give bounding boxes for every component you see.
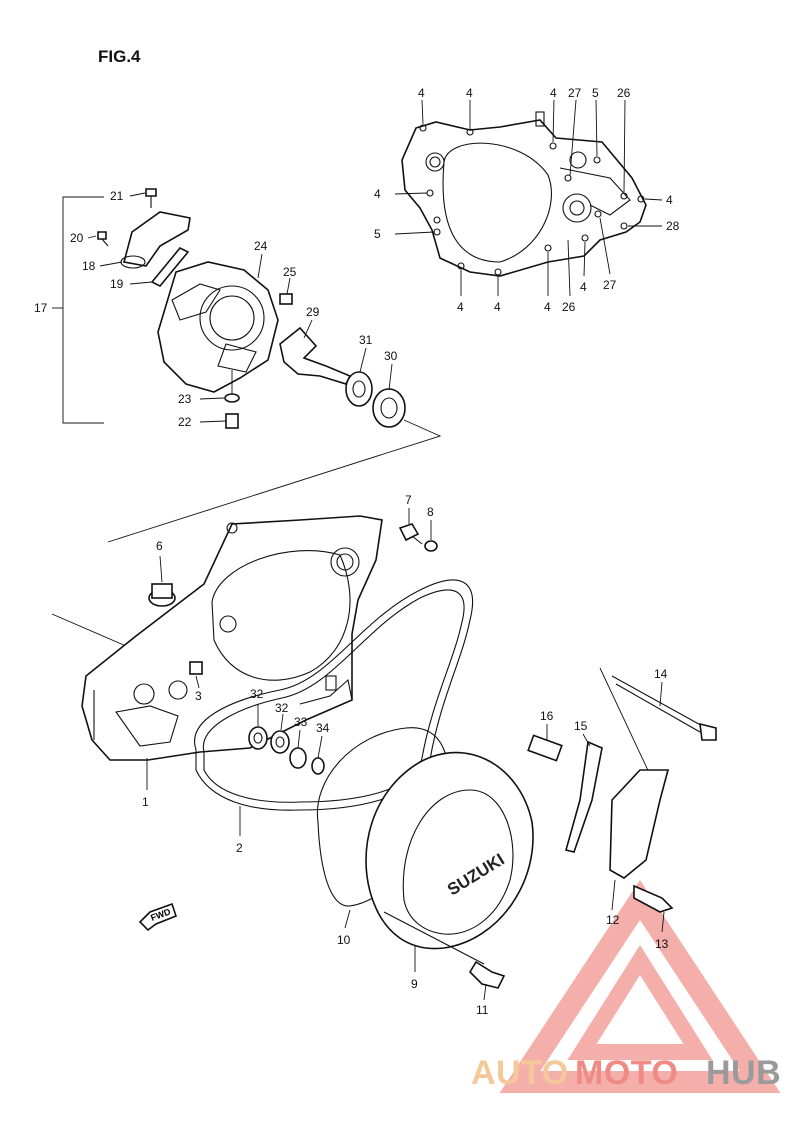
callout-15: 15 xyxy=(574,719,588,733)
water-pump-group xyxy=(52,188,406,429)
projection-lines xyxy=(51,419,442,647)
crankcase-cover-outline xyxy=(401,111,647,277)
cover-gasket xyxy=(194,579,474,836)
callout-3: 3 xyxy=(195,689,202,703)
chain-guide-group xyxy=(527,667,717,933)
watermark-hub: HUB xyxy=(706,1054,781,1092)
callout-34: 34 xyxy=(316,721,330,735)
callout-labels: 1 2 3 6 7 8 9 10 11 12 13 14 15 16 17 18… xyxy=(34,86,680,1017)
callout-14: 14 xyxy=(654,667,668,681)
callout-5-a: 5 xyxy=(592,86,599,100)
bearing-parts xyxy=(248,704,325,775)
callout-10: 10 xyxy=(337,933,351,947)
callout-23: 23 xyxy=(178,392,192,406)
callout-19: 19 xyxy=(110,277,124,291)
callout-32a: 32 xyxy=(250,687,264,701)
callout-18: 18 xyxy=(82,259,96,273)
callout-21: 21 xyxy=(110,189,124,203)
callout-4-d: 4 xyxy=(374,187,381,201)
callout-7: 7 xyxy=(405,493,412,507)
callout-2: 2 xyxy=(236,841,243,855)
callout-4-g: 4 xyxy=(494,300,501,314)
clutch-cover: SUZUKI xyxy=(365,751,534,972)
callout-4-c: 4 xyxy=(550,86,557,100)
callout-30: 30 xyxy=(384,349,398,363)
callout-8: 8 xyxy=(427,505,434,519)
callout-31: 31 xyxy=(359,333,373,347)
callout-17: 17 xyxy=(34,301,48,315)
callout-12: 12 xyxy=(606,913,620,927)
group-leader-lines xyxy=(394,99,663,297)
callout-22: 22 xyxy=(178,415,192,429)
watermark-moto: MOTO xyxy=(575,1054,678,1092)
callout-13: 13 xyxy=(655,937,669,951)
callout-33: 33 xyxy=(294,715,308,729)
callout-26-b: 26 xyxy=(562,300,576,314)
callout-32b: 32 xyxy=(275,701,289,715)
callout-4-h: 4 xyxy=(544,300,551,314)
callout-4-b: 4 xyxy=(466,86,473,100)
callout-4-i: 4 xyxy=(580,280,587,294)
fwd-arrow: FWD xyxy=(138,902,177,932)
watermark-logo xyxy=(499,880,781,1093)
crankcase-half xyxy=(81,515,383,790)
callout-1: 1 xyxy=(142,795,149,809)
callout-24: 24 xyxy=(254,239,268,253)
callout-25: 25 xyxy=(283,265,297,279)
callout-4-f: 4 xyxy=(457,300,464,314)
callout-11: 11 xyxy=(476,1003,489,1017)
callout-6: 6 xyxy=(156,539,163,553)
callout-5-b: 5 xyxy=(374,227,381,241)
callout-26-a: 26 xyxy=(617,86,631,100)
callout-4-e: 4 xyxy=(666,193,673,207)
callout-27-a: 27 xyxy=(568,86,582,100)
callout-9: 9 xyxy=(411,977,418,991)
watermark-text: AUTO MOTO HUB xyxy=(471,1054,781,1092)
bolt-7-group xyxy=(398,508,438,552)
figure-title: FIG.4 xyxy=(98,47,141,66)
callout-4-a: 4 xyxy=(418,86,425,100)
callout-27-b: 27 xyxy=(603,278,617,292)
callout-20: 20 xyxy=(70,231,84,245)
callout-16: 16 xyxy=(540,709,554,723)
callout-28: 28 xyxy=(666,219,680,233)
watermark-auto: AUTO xyxy=(471,1054,569,1092)
bolt-11 xyxy=(383,911,506,1001)
callout-29: 29 xyxy=(306,305,320,319)
